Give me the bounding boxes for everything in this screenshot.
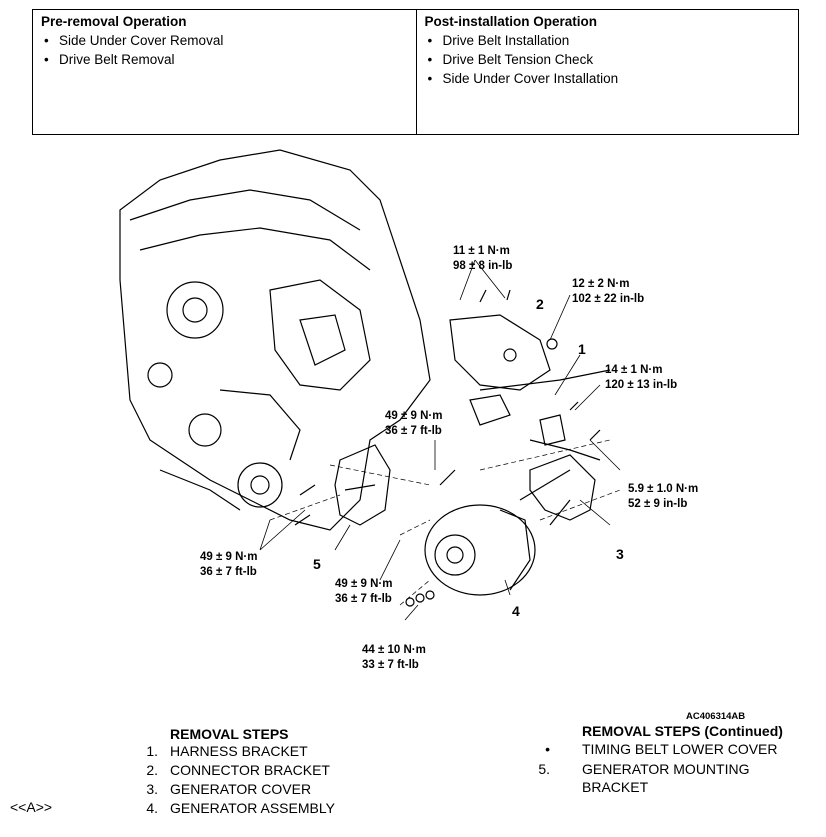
generator-assembly xyxy=(424,504,536,596)
torque-label: 14 ± 1 N·m 120 ± 13 in-lb xyxy=(605,364,678,391)
callout-number: 5 xyxy=(313,556,321,572)
torque-label: 49 ± 9 N·m 36 ± 7 ft-lb xyxy=(200,551,258,578)
engine-block-outline xyxy=(119,149,431,531)
post-installation-list: Drive Belt Installation Drive Belt Tensi… xyxy=(425,31,791,88)
torque-label: 5.9 ± 1.0 N·m 52 ± 9 in-lb xyxy=(628,483,699,510)
pre-removal-list: Side Under Cover Removal Drive Belt Remo… xyxy=(41,31,408,69)
engine-generator-illustration xyxy=(119,149,621,621)
post-installation-heading: Post-installation Operation xyxy=(424,14,598,29)
generator-mounting-bracket xyxy=(334,444,391,526)
ac-compressor-pulley xyxy=(237,462,283,508)
post-installation-item: Drive Belt Tension Check xyxy=(425,50,791,69)
crank-pulley xyxy=(166,281,224,339)
step-marker: <<A>> xyxy=(10,799,53,815)
post-installation-item: Drive Belt Installation xyxy=(425,31,791,50)
callout-number: 3 xyxy=(616,546,624,562)
torque-label: 11 ± 1 N·m 98 ± 8 in-lb xyxy=(453,245,513,272)
pre-removal-heading: Pre-removal Operation xyxy=(41,14,187,29)
removal-steps-heading: REMOVAL STEPS xyxy=(170,726,289,742)
callout-number: 4 xyxy=(512,603,520,619)
removal-steps-continued-heading: REMOVAL STEPS (Continued) xyxy=(582,723,783,739)
pre-removal-item: Side Under Cover Removal xyxy=(41,31,408,50)
operation-table: Pre-removal Operation Side Under Cover R… xyxy=(32,9,799,135)
pre-removal-item: Drive Belt Removal xyxy=(41,50,408,69)
callout-number: 2 xyxy=(536,296,544,312)
post-installation-item: Side Under Cover Installation xyxy=(425,69,791,88)
torque-label: 44 ± 10 N·m 33 ± 7 ft-lb xyxy=(362,644,426,671)
post-installation-column: Post-installation Operation Drive Belt I… xyxy=(415,10,799,134)
harness-bracket xyxy=(449,314,551,391)
generator-cover xyxy=(529,454,596,521)
callout-number: 1 xyxy=(578,341,586,357)
torque-label: 49 ± 9 N·m 36 ± 7 ft-lb xyxy=(385,410,443,437)
pre-removal-column: Pre-removal Operation Side Under Cover R… xyxy=(33,10,416,134)
intake-manifold xyxy=(129,189,361,231)
torque-label: 49 ± 9 N·m 36 ± 7 ft-lb xyxy=(335,578,393,605)
torque-label: 12 ± 2 N·m 102 ± 22 in-lb xyxy=(572,278,645,305)
figure-id: AC406314AB xyxy=(686,711,746,722)
